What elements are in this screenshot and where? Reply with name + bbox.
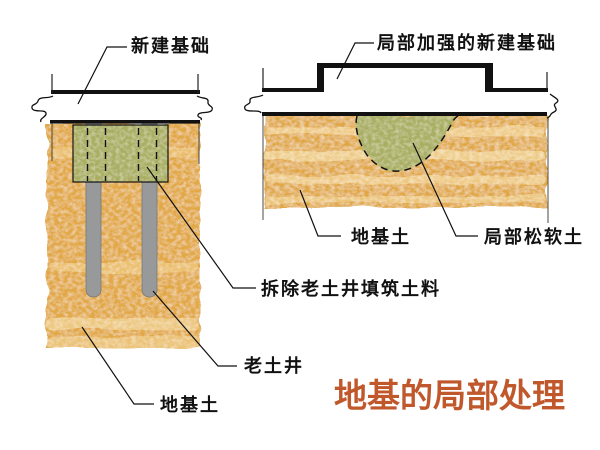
leader-soft-soil [412, 142, 478, 237]
label-soft-soil: 局部松软土 [484, 227, 584, 248]
fill-material-border [72, 124, 169, 183]
right-slab-top [317, 63, 493, 68]
right-slab-right [489, 88, 548, 92]
label-subsoil-right: 地基土 [351, 227, 411, 248]
left-diagram [31, 46, 256, 405]
right-break-mark-right [546, 93, 559, 119]
left-soil-top-line [50, 120, 200, 124]
leader-old-well [152, 290, 237, 367]
fill-material-block [73, 125, 168, 182]
left-break-mark-left [31, 95, 54, 123]
leader-new-foundation [77, 46, 127, 105]
old-well-dashed-outlines [86, 128, 158, 181]
label-old-well: 老土井 [244, 356, 304, 377]
right-break-mark-left [244, 94, 264, 114]
leader-strengthened-foundation [336, 42, 374, 80]
soft-soil-pocket [356, 116, 458, 172]
right-diagram [244, 42, 559, 237]
label-strengthened-foundation: 局部加强的新建基础 [377, 33, 557, 54]
right-step-up [317, 63, 324, 92]
soft-soil-dashed-outline [355, 115, 459, 172]
label-subsoil-left: 地基土 [160, 395, 220, 416]
leader-subsoil-right [299, 189, 341, 237]
left-foundation-slab-line [51, 90, 200, 94]
leader-fill-material [146, 166, 256, 289]
right-step-down [485, 63, 493, 92]
right-slab-left [262, 88, 319, 92]
label-fill-material: 拆除老土井填筑土料 [261, 279, 441, 300]
right-soil-top-line [262, 112, 547, 116]
left-break-mark-right [196, 95, 213, 121]
leader-subsoil-left [81, 326, 154, 405]
slide-title: 地基的局部处理 [334, 376, 565, 415]
label-new-foundation: 新建基础 [131, 36, 211, 57]
